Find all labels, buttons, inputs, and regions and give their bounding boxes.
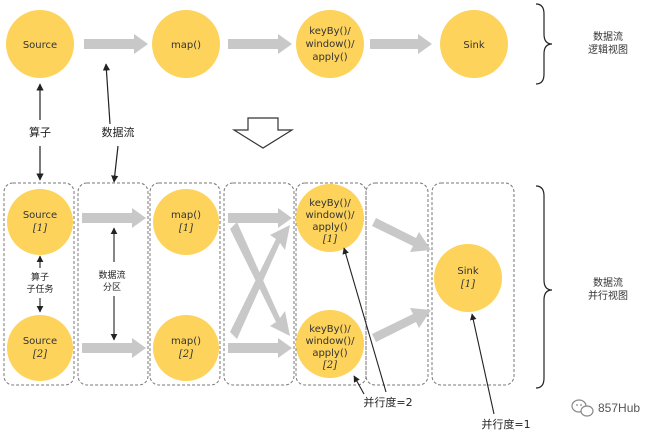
logical-node-keyby: keyBy()/ window()/ apply() <box>296 10 364 78</box>
parallel-node-keyby-1: keyBy()/ window()/ apply() [1] <box>296 184 364 252</box>
partition-label-line1: 数据流 <box>98 269 125 281</box>
parallel-node-source-2: Source [2] <box>7 315 73 381</box>
parallel-view-bracket <box>535 185 553 389</box>
keyby-1-line2: window()/ <box>305 210 355 221</box>
map-1-label: map() <box>171 210 201 221</box>
arrow-source2-to-map2 <box>82 338 146 358</box>
container-sink <box>431 182 515 386</box>
container-partition-3 <box>365 182 429 386</box>
annotation-partition: 数据流 分区 <box>98 227 126 341</box>
arrow-source1-to-map1 <box>82 208 146 228</box>
annotation-subtask: 算子 子任务 <box>26 255 54 313</box>
logical-keyby-line1: keyBy()/ <box>309 26 351 37</box>
sink-1-label: Sink <box>457 266 478 277</box>
logical-keyby-line3: apply() <box>312 52 347 63</box>
arrow-map2-to-keyby1 <box>230 225 290 339</box>
keyby-1-line3: apply() <box>312 222 347 233</box>
container-map <box>149 182 221 386</box>
annotation-operator: 算子 <box>29 83 51 181</box>
arrow-map1-to-keyby1 <box>228 208 292 228</box>
map-1-index: [1] <box>179 223 193 234</box>
operator-label: 算子 <box>29 125 51 139</box>
subtask-label-line1: 算子 <box>31 271 49 283</box>
map-2-index: [2] <box>179 349 193 360</box>
logical-map-label: map() <box>171 40 201 51</box>
parallel-node-sink-1: Sink [1] <box>434 244 502 312</box>
parallel-flow-arrows <box>82 208 431 358</box>
parallel-node-keyby-2: keyBy()/ window()/ apply() [2] <box>296 310 364 378</box>
annotation-parallelism-1: 并行度=1 <box>470 313 531 431</box>
partition-label-line2: 分区 <box>103 282 121 293</box>
logical-view-label-line2: 逻辑视图 <box>588 43 628 56</box>
parallel-node-map-2: map() [2] <box>153 315 219 381</box>
sink-1-index: [1] <box>461 279 475 290</box>
keyby-2-index: [2] <box>323 360 337 371</box>
parallel-view-label-line1: 数据流 <box>593 276 623 289</box>
keyby-2-line1: keyBy()/ <box>309 324 351 335</box>
container-partition-2 <box>223 182 295 386</box>
arrow-source-to-map <box>84 34 148 54</box>
logical-node-sink: Sink <box>440 10 508 78</box>
container-keyby <box>295 182 367 386</box>
container-source <box>3 182 75 386</box>
source-1-index: [1] <box>33 223 47 234</box>
logical-keyby-line2: window()/ <box>305 39 355 50</box>
source-1-label: Source <box>23 210 57 221</box>
source-2-label: Source <box>23 336 57 347</box>
logical-node-source: Source <box>6 10 74 78</box>
logical-view-label-line1: 数据流 <box>593 30 623 43</box>
keyby-1-line1: keyBy()/ <box>309 198 351 209</box>
logical-node-map: map() <box>152 10 220 78</box>
arrow-keyby2-to-sink <box>372 308 431 342</box>
parallelism-2-label: 并行度=2 <box>363 395 412 409</box>
watermark: 857Hub <box>571 399 640 417</box>
parallelism-1-label: 并行度=1 <box>481 417 530 431</box>
parallel-view-label-line2: 并行视图 <box>588 289 628 302</box>
arrow-map-to-keyby <box>228 34 292 54</box>
logical-source-label: Source <box>23 40 57 51</box>
arrow-map2-to-keyby2 <box>228 338 292 358</box>
watermark-text: 857Hub <box>598 401 640 415</box>
annotation-stream: 数据流 <box>102 63 135 183</box>
keyby-2-line2: window()/ <box>305 336 355 347</box>
arrow-keyby-to-sink <box>370 34 432 54</box>
view-transition-arrow <box>231 117 295 149</box>
keyby-1-index: [1] <box>323 234 337 245</box>
wechat-icon <box>571 399 594 417</box>
parallel-node-map-1: map() [1] <box>153 189 219 255</box>
map-2-label: map() <box>171 336 201 347</box>
arrow-keyby1-to-sink <box>372 218 431 252</box>
logical-view-bracket <box>535 3 553 85</box>
keyby-2-line3: apply() <box>312 348 347 359</box>
parallel-containers <box>3 182 515 386</box>
source-2-index: [2] <box>33 349 47 360</box>
stream-label: 数据流 <box>102 125 135 139</box>
subtask-label-line2: 子任务 <box>26 283 53 295</box>
logical-sink-label: Sink <box>463 40 484 51</box>
logical-flow-arrows <box>84 34 432 54</box>
parallel-node-source-1: Source [1] <box>7 189 73 255</box>
annotation-parallelism-2: 并行度=2 <box>342 247 413 409</box>
container-partition-1 <box>77 182 149 386</box>
